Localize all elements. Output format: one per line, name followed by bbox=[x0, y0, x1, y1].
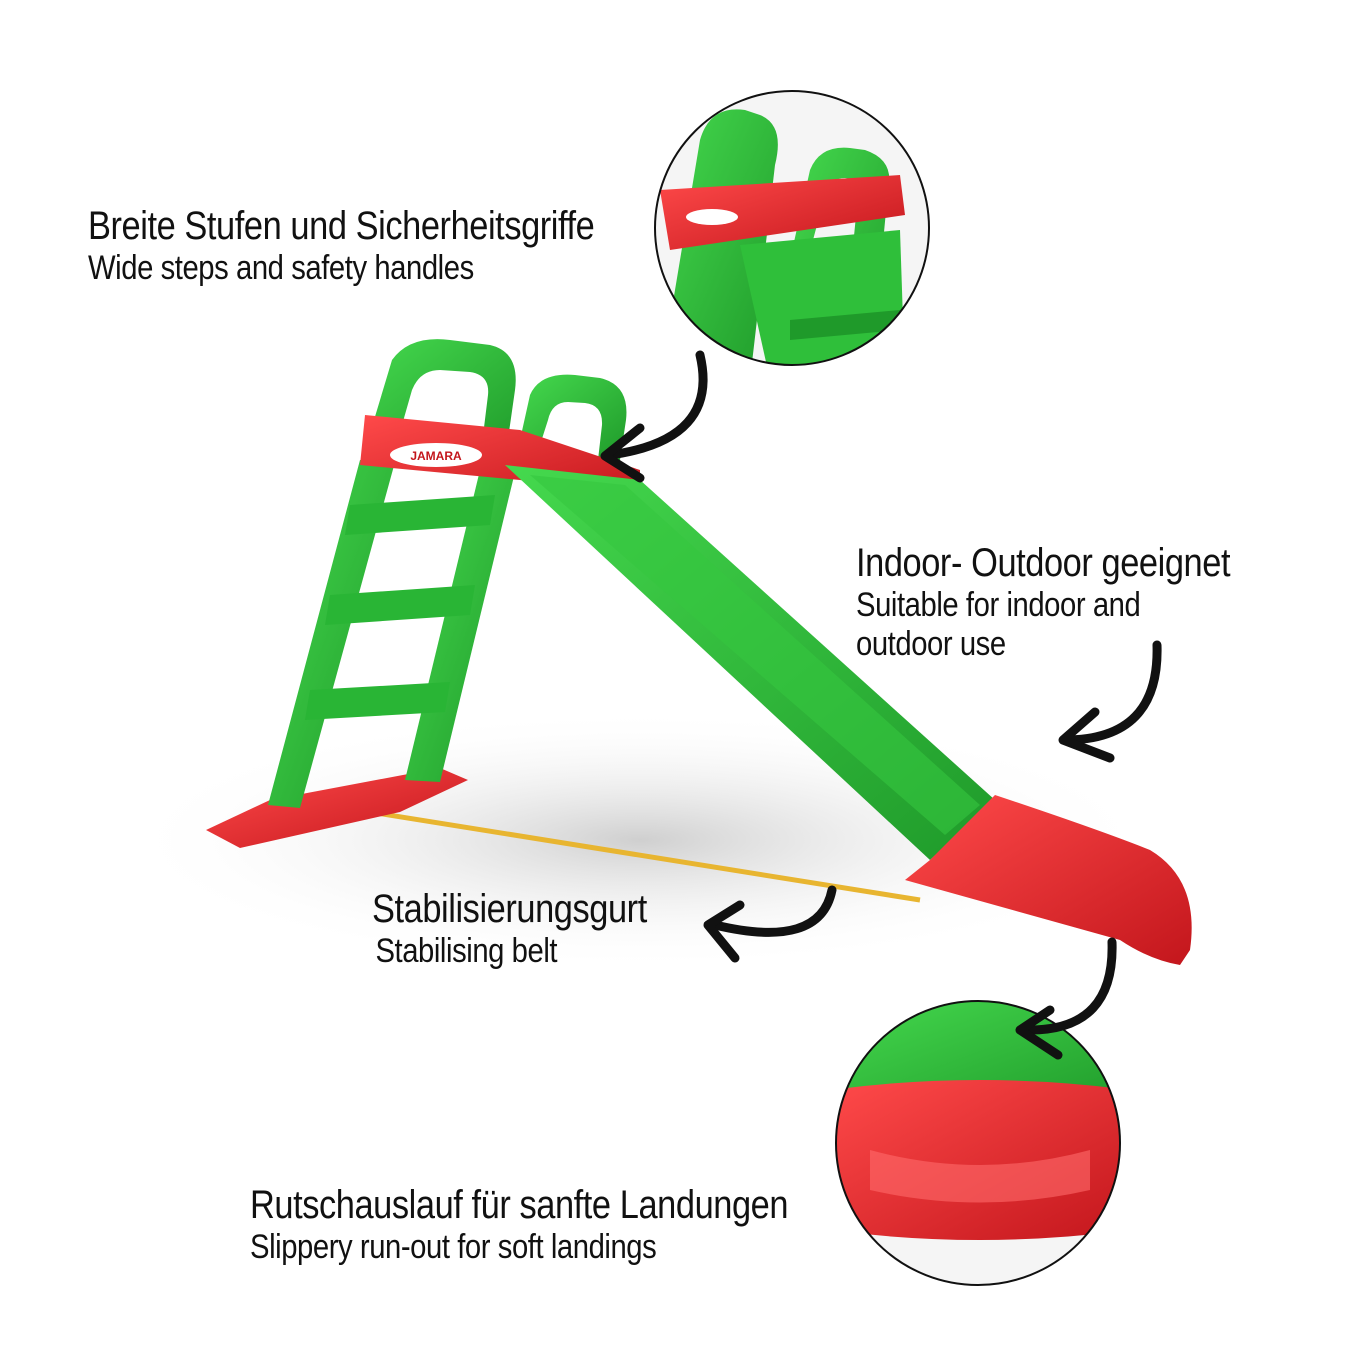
ladder-foot bbox=[206, 768, 468, 848]
arrow-steps-head bbox=[600, 423, 645, 483]
arrow-belt bbox=[710, 885, 837, 937]
logo-brand: JAMARA bbox=[410, 449, 462, 463]
ladder-rail-left bbox=[268, 460, 395, 808]
arrow-indoor bbox=[1060, 640, 1162, 745]
handle-right bbox=[520, 374, 627, 460]
slide-runout bbox=[905, 795, 1192, 965]
logo-tagline: just play bbox=[415, 473, 457, 484]
zoom-circle-handles bbox=[654, 90, 930, 366]
callout-belt: Stabilisierungsgurt Stabilising belt bbox=[372, 886, 647, 971]
arrow-belt-head bbox=[703, 900, 745, 963]
ladder-rung bbox=[325, 585, 475, 625]
jamara-logo bbox=[390, 443, 482, 467]
arrow-runout-head bbox=[1015, 1005, 1063, 1060]
callout-steps: Breite Stufen und Sicherheitsgriffe Wide… bbox=[88, 203, 595, 288]
callout-steps-en: Wide steps and safety handles bbox=[88, 249, 474, 287]
callout-indoor-de: Indoor- Outdoor geeignet bbox=[856, 541, 1231, 585]
arrow-steps bbox=[605, 350, 708, 460]
callout-indoor-en-1: Suitable for indoor and bbox=[856, 586, 1141, 624]
callout-belt-en: Stabilising belt bbox=[375, 932, 558, 970]
callout-runout-de: Rutschauslauf für sanfte Landungen bbox=[250, 1183, 789, 1227]
callout-indoor: Indoor- Outdoor geeignet Suitable for in… bbox=[856, 540, 1231, 664]
callout-steps-de: Breite Stufen und Sicherheitsgriffe bbox=[88, 204, 595, 248]
arrow-indoor-head bbox=[1058, 707, 1115, 763]
callout-runout: Rutschauslauf für sanfte Landungen Slipp… bbox=[250, 1182, 789, 1267]
stabilising-belt bbox=[369, 809, 921, 903]
callout-belt-de: Stabilisierungsgurt bbox=[372, 887, 647, 931]
callout-indoor-en-2: outdoor use bbox=[856, 625, 1006, 664]
ladder-rung bbox=[345, 495, 495, 535]
callout-runout-en: Slippery run-out for soft landings bbox=[250, 1228, 657, 1266]
arrow-runout bbox=[1025, 937, 1117, 1035]
zoom-circle-runout bbox=[835, 1000, 1121, 1286]
ladder-rung bbox=[305, 682, 450, 720]
